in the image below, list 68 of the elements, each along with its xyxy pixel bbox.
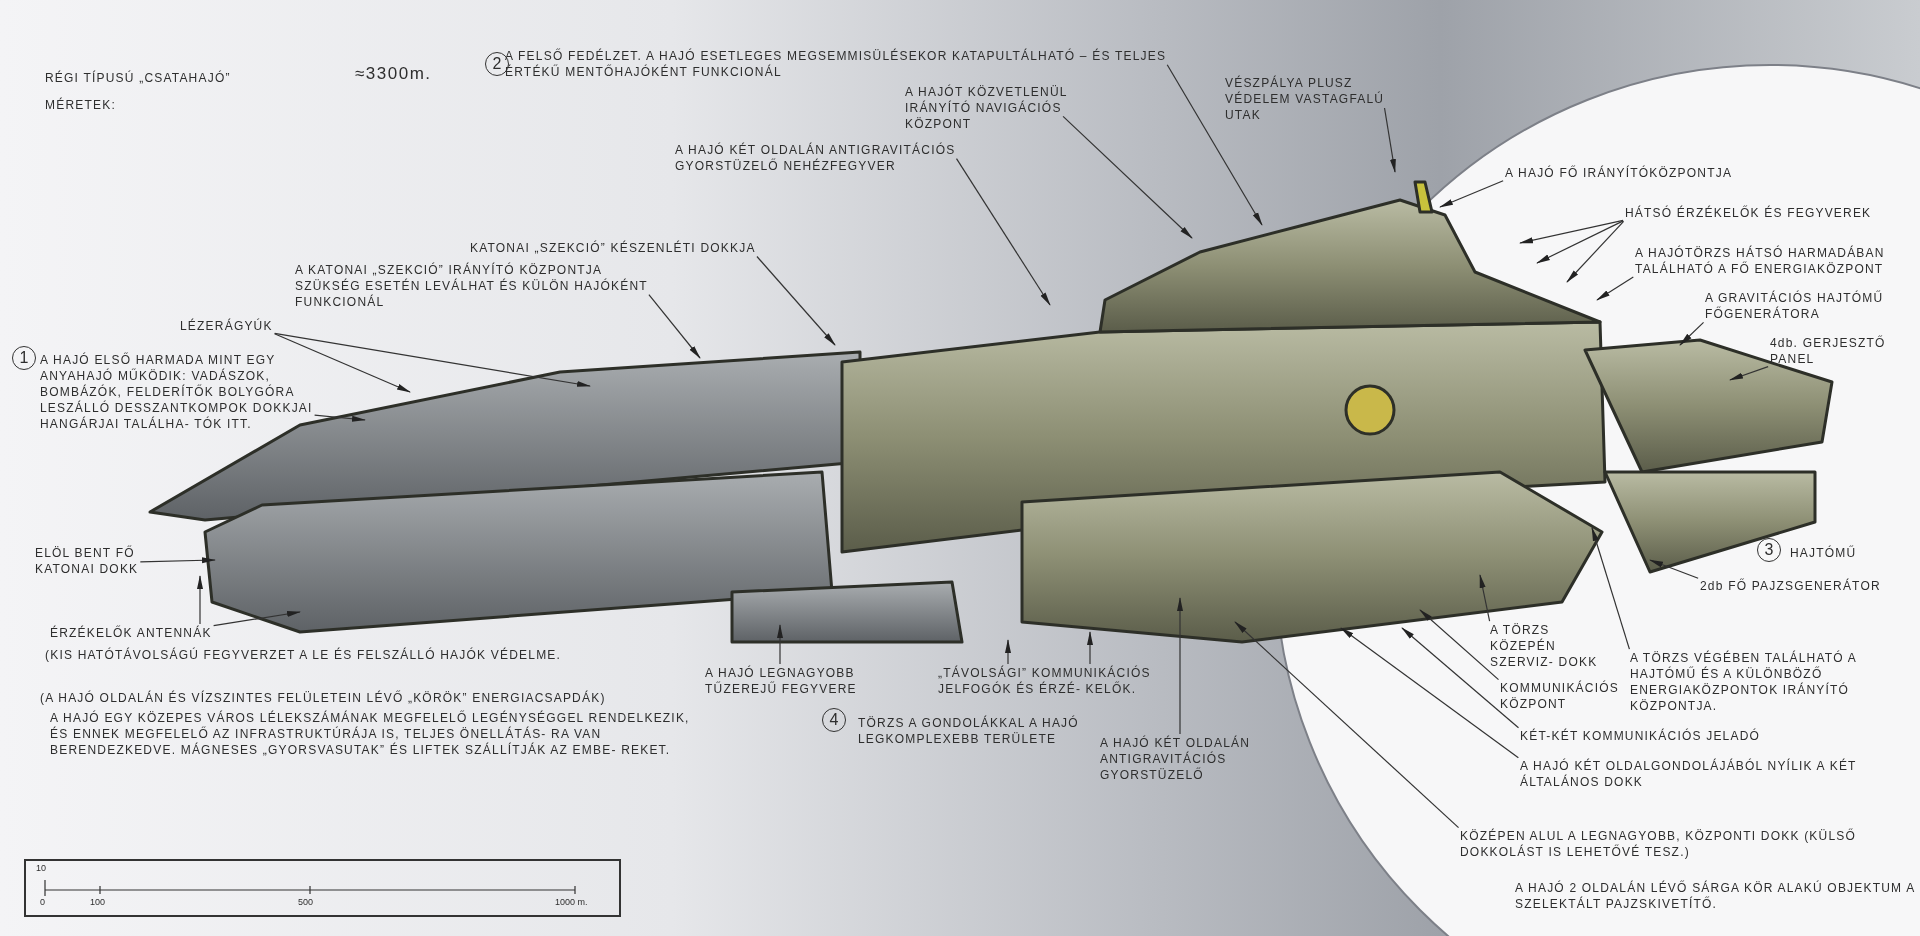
leader-line <box>1166 64 1263 226</box>
leader-line <box>1340 627 1519 759</box>
leader-line <box>139 557 216 564</box>
scale-label: 500 <box>298 897 315 908</box>
leader-line <box>1401 627 1520 729</box>
leader-line <box>314 414 366 422</box>
annotation-text: KOMMUNIKÁCIÓS KÖZPONT <box>1500 680 1630 712</box>
note-text: A HAJÓ 2 OLDALÁN LÉVŐ SÁRGA KÖR ALAKÚ OBJEKTUM A SZELEKTÁLT PAJZSKIVETÍTŐ. <box>1515 880 1915 912</box>
leader-line <box>1591 527 1630 650</box>
annotation-text: A HAJÓ KÉT OLDALGONDOLÁJÁBÓL NYÍLIK A KÉT ÁLTALÁNOS DOKK <box>1520 758 1865 790</box>
leader-line <box>1596 276 1634 301</box>
note-text: TÖRZS A GONDOLÁKKAL A HAJÓ LEGKOMPLEXEBB TERÜLETE <box>858 715 1080 747</box>
leader-line <box>1566 220 1625 283</box>
annotation-text: ÉRZÉKELŐK ANTENNÁK <box>50 625 212 641</box>
annotation-text: A HAJÓ KÉT OLDALÁN ANTIGRAVITÁCIÓS GYORSTÜZELŐ <box>1100 735 1275 783</box>
leader-line <box>1005 639 1011 665</box>
annotation-text: KATONAI „SZEKCIÓ” KÉSZENLÉTI DOKKJA <box>470 240 756 256</box>
leader-line <box>1729 366 1769 381</box>
leader-line <box>1234 621 1460 829</box>
note-text: (KIS HATÓTÁVOLSÁGÚ FEGYVERZET A LE ÉS FELSZÁLLÓ HAJÓK VÉDELME. <box>45 647 563 663</box>
scale-label: 100 <box>90 897 107 908</box>
annotation-text: A HAJÓTÖRZS HÁTSÓ HARMADÁBAN TALÁLHATÓ A FŐ ENERGIAKÖZPONT <box>1635 245 1910 277</box>
leader-line <box>197 575 203 625</box>
scale-label: 1000 m. <box>555 897 589 908</box>
leader-line <box>777 624 783 665</box>
annotation-text: A HAJÓ FŐ IRÁNYÍTÓKÖZPONTJA <box>1505 165 1733 181</box>
leader-line <box>955 158 1051 306</box>
annotation-text: A TÖRZS VÉGÉBEN TALÁLHATÓ A HAJTÓMŰ ÉS A KÜLÖNBÖZŐ ENERGIAKÖZPONTOK IRÁNYÍTÓ KÖZPONTJA. <box>1630 650 1920 714</box>
scale-label: 0 <box>40 897 46 908</box>
leader-line <box>274 332 591 387</box>
leader-line <box>1439 180 1504 208</box>
annotation-text: A HAJÓ ELSŐ HARMADA MINT EGY ANYAHAJÓ MŰKÖDIK: VADÁSZOK, BOMBÁZÓK, FELDERÍTŐK BOLYGÓRA LESZÁLLÓ DESSZANTKOMPOK DOKKJAI HANGÁRJAI TALÁLHA- TÓK ITT. <box>40 352 340 432</box>
annotation-text: A GRAVITÁCIÓS HAJTÓMŰ FŐGENERÁTORA <box>1705 290 1905 322</box>
leader-line <box>1419 609 1500 681</box>
annotation-text: A HAJÓ KÉT OLDALÁN ANTIGRAVITÁCIÓS GYORSTÜZELŐ NEHÉZFEGYVER <box>675 142 1015 174</box>
annotation-text: KÖZÉPEN ALUL A LEGNAGYOBB, KÖZPONTI DOKK (KÜLSŐ DOKKOLÁST IS LEHETŐVÉ TESZ.) <box>1460 828 1900 860</box>
annotation-text: A HAJÓT KÖZVETLENÜL IRÁNYÍTÓ NAVIGÁCIÓS KÖZPONT <box>905 84 1105 132</box>
annotation-text: 2db FŐ PAJZSGENERÁTOR <box>1700 578 1881 594</box>
annotation-text: ELÖL BENT FŐ KATONAI DOKK <box>35 545 185 577</box>
leader-line <box>1087 631 1093 665</box>
leader-line <box>273 333 411 393</box>
leader-line <box>1519 219 1624 244</box>
note-text: A HAJÓ EGY KÖZEPES VÁROS LÉLEKSZÁMÁNAK MEGFELELŐ LEGÉNYSÉGGEL RENDELKEZIK, ÉS ENNEK MEGFELELŐ AZ INFRASTRUKTÚRÁJA IS, TELJES ÖNELLÁTÁS- RA VAN BERENDEZKEDVE. MÁGNESES „GYORSVASUTAK” ÉS LIFTEK SZÁLLÍTJÁK AZ EMBE- REKET. <box>50 710 690 758</box>
annotation-text: HÁTSÓ ÉRZÉKELŐK ÉS FEGYVEREK <box>1625 205 1872 221</box>
leader-line <box>1177 597 1183 735</box>
leader-line <box>213 611 301 627</box>
leader-line <box>756 255 836 346</box>
heading-text: RÉGI TÍPUSÚ „CSATAHAJÓ” <box>45 70 232 86</box>
leader-line <box>1479 574 1491 622</box>
annotation-text: A TÖRZS KÖZEPÉN SZERVIZ- DOKK <box>1490 622 1605 670</box>
annotation-text: LÉZERÁGYÚK <box>180 318 273 334</box>
leader-line <box>1679 321 1705 346</box>
leader-line <box>648 293 701 359</box>
dimension-text: ≈3300m. <box>355 66 433 82</box>
annotation-text: A KATONAI „SZEKCIÓ” IRÁNYÍTÓ KÖZPONTJA SZÜKSÉG ESETÉN LEVÁLHAT ÉS KÜLÖN HAJÓKÉNT FUNKCIONÁL <box>295 262 655 310</box>
annotation-text: KÉT-KÉT KOMMUNIKÁCIÓS JELADÓ <box>1520 728 1761 744</box>
leader-line <box>1062 115 1193 239</box>
annotation-text: „TÁVOLSÁGI” KOMMUNIKÁCIÓS JELFOGÓK ÉS ÉRZÉ- KELŐK. <box>938 665 1153 697</box>
annotation-text: A HAJÓ LEGNAGYOBB TŰZEREJŰ FEGYVERE <box>705 665 905 697</box>
leader-line <box>1536 220 1624 264</box>
annotation-text: 4db. GERJESZTŐ PANEL <box>1770 335 1910 367</box>
annotation-text: VÉSZPÁLYA PLUSZ VÉDELEM VASTAGFALÚ UTAK <box>1225 75 1385 123</box>
heading-text: MÉRETEK: <box>45 97 117 113</box>
scale-label: 10 <box>36 863 47 874</box>
part-name: HAJTÓMŰ <box>1790 545 1858 561</box>
leader-line <box>1649 559 1699 579</box>
note-text: (A HAJÓ OLDALÁN ÉS VÍZSZINTES FELÜLETEIN LÉVŐ „KÖRÖK” ENERGIACSAPDÁK) <box>40 690 607 706</box>
leader-line <box>1383 107 1396 173</box>
